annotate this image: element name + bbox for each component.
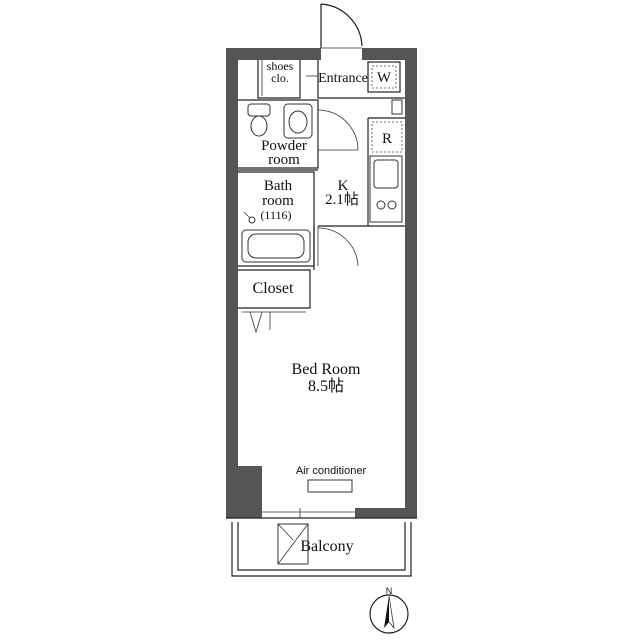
- powder-label-2: room: [268, 152, 300, 168]
- shoes-clo-label: clo.: [271, 71, 289, 85]
- w-label: W: [377, 70, 392, 86]
- aircon-label: Air conditioner: [296, 465, 367, 477]
- entrance-door: [320, 3, 363, 49]
- bedroom-size-label: 8.5帖: [308, 377, 344, 395]
- bedroom-label: Bed Room: [292, 361, 361, 378]
- closet-label: Closet: [253, 280, 294, 297]
- entrance-label: Entrance: [318, 71, 368, 86]
- room-labels: shoes clo. Entrance W R Powder room Bath…: [253, 59, 392, 555]
- r-label: R: [382, 131, 392, 147]
- compass-ring: [369, 594, 409, 634]
- shoes-label: shoes: [267, 59, 294, 73]
- bath-size-label: (1116): [260, 208, 291, 222]
- balcony-label: Balcony: [300, 538, 353, 555]
- north-compass: N: [369, 586, 409, 634]
- compass-n-label: N: [386, 586, 393, 596]
- kitchen-size-label: 2.1帖: [325, 191, 359, 208]
- powder-label-1: Powder: [261, 138, 307, 154]
- bath-label-2: room: [262, 193, 294, 209]
- interior-walls: [226, 60, 417, 577]
- compass-arrow-icon: [384, 596, 389, 628]
- door-swings: [249, 75, 359, 334]
- fixtures: [241, 99, 403, 565]
- outer-walls: [226, 48, 417, 518]
- bath-label-1: Bath: [264, 178, 293, 194]
- kitchen-label: K: [338, 178, 349, 194]
